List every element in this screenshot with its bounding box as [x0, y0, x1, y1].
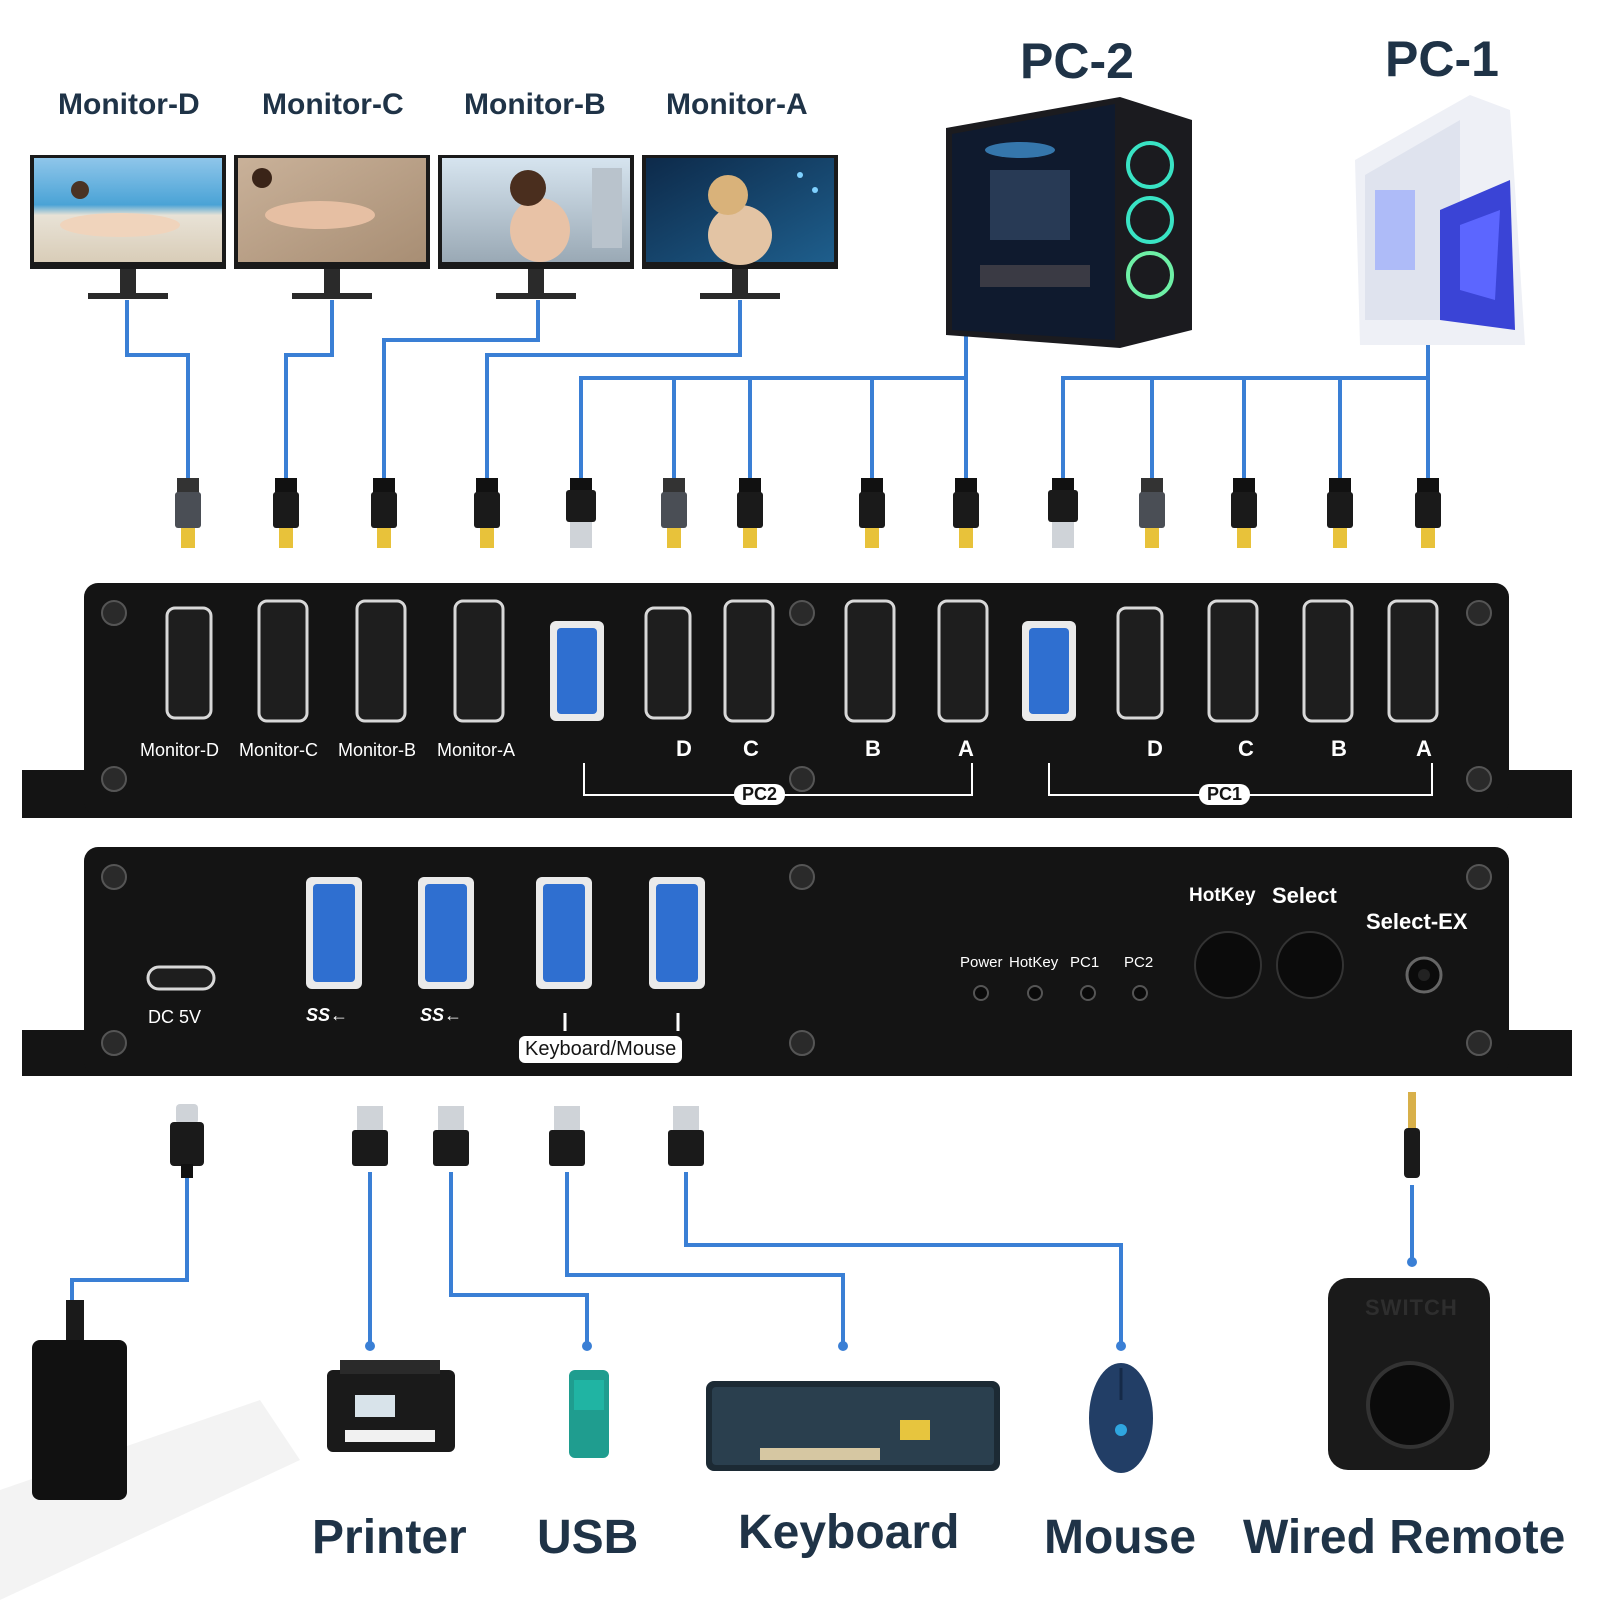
dp-cable-pc1-c	[1231, 478, 1257, 548]
usb-cable-pc1	[1048, 478, 1078, 548]
pc1-port-d: D	[1147, 736, 1163, 761]
led-label-pc2: PC2	[1124, 954, 1154, 971]
wired-remote-device	[1328, 1278, 1490, 1470]
dp-cable-pc2-c	[737, 478, 763, 548]
monitor-b	[438, 155, 634, 299]
dp-cable-pc2-b	[859, 478, 885, 548]
front-panel: Monitor-D Monitor-C Monitor-B Monitor-A …	[84, 583, 1509, 815]
back-panel-ports	[101, 864, 1492, 1056]
mouse-label: Mouse	[1044, 1511, 1197, 1564]
pc2-port-d: D	[676, 736, 692, 761]
monitor-images	[30, 155, 838, 299]
monitor-a-title: Monitor-A	[666, 88, 808, 121]
usb-stick-device	[569, 1370, 609, 1458]
pc2-port-a: A	[958, 736, 974, 761]
monitor-d-title: Monitor-D	[58, 88, 200, 121]
hdmi-cable-monitor-a	[474, 478, 500, 548]
printer-device	[327, 1360, 455, 1452]
port-label-monitor-b: Monitor-B	[338, 740, 417, 760]
usb-label: USB	[537, 1511, 639, 1564]
pc-images	[946, 95, 1525, 348]
keyboard-label: Keyboard	[738, 1506, 960, 1559]
pc1-port-c: C	[1238, 736, 1254, 761]
monitor-a	[642, 155, 838, 299]
dp-cable-pc1-a	[1415, 478, 1441, 548]
hdmi-cable-monitor-d	[175, 478, 201, 548]
back-panel: DC 5V SS← SS← Keyboard/Mouse Power HotKe…	[84, 847, 1509, 1075]
mouse-device	[1089, 1363, 1153, 1473]
led-label-power: Power	[960, 954, 1003, 971]
port-label-monitor-d: Monitor-D	[140, 740, 220, 760]
superspeed-label-2: SS←	[420, 1005, 463, 1025]
pc1-group-label: PC1	[1199, 784, 1251, 805]
usb-a-cable-printer	[352, 1106, 388, 1166]
keyboard-device	[706, 1381, 1000, 1471]
pc2-port-c: C	[743, 736, 759, 761]
port-label-monitor-a: Monitor-A	[437, 740, 516, 760]
hdmi-cable-monitor-c	[273, 478, 299, 548]
pc-2-tower	[946, 97, 1192, 348]
wired-remote-label: Wired Remote	[1243, 1511, 1566, 1564]
pc-2-title: PC-2	[1020, 33, 1134, 89]
pc1-port-b: B	[1331, 736, 1347, 761]
hotkey-button-label: HotKey	[1189, 885, 1256, 906]
remote-switch-text: SWITCH	[1365, 1295, 1458, 1320]
usb-cable-pc2	[566, 478, 596, 548]
pc1-port-a: A	[1416, 736, 1432, 761]
monitor-d	[30, 155, 226, 299]
audio-jack-cable	[1404, 1092, 1420, 1178]
pc2-group-label: PC2	[734, 784, 786, 805]
usb-a-cable-keyboard	[549, 1106, 585, 1166]
power-adapter	[0, 1300, 300, 1600]
hdmi-cable-pc2-d	[661, 478, 687, 548]
led-label-hotkey: HotKey	[1009, 954, 1059, 971]
select-ex-label: Select-EX	[1366, 909, 1468, 934]
monitor-b-title: Monitor-B	[464, 88, 606, 121]
front-panel-ports	[101, 599, 1492, 796]
monitor-c	[234, 155, 430, 299]
keyboard-mouse-label: Keyboard/Mouse	[519, 1036, 683, 1063]
printer-label: Printer	[312, 1511, 467, 1564]
led-label-pc1: PC1	[1070, 954, 1100, 971]
hdmi-cable-monitor-b	[371, 478, 397, 548]
dp-cable-pc1-b	[1327, 478, 1353, 548]
pc2-port-b: B	[865, 736, 881, 761]
hdmi-cable-pc1-d	[1139, 478, 1165, 548]
usb-a-cable-usb	[433, 1106, 469, 1166]
usb-a-cable-mouse	[668, 1106, 704, 1166]
pc-1-title: PC-1	[1385, 31, 1499, 87]
top-connectors	[175, 478, 1441, 548]
dc-power-label: DC 5V	[148, 1007, 202, 1027]
superspeed-label-1: SS←	[306, 1005, 349, 1025]
usb-c-cable	[170, 1104, 204, 1178]
monitor-c-title: Monitor-C	[262, 88, 404, 121]
port-label-monitor-c: Monitor-C	[239, 740, 319, 760]
dp-cable-pc2-a	[953, 478, 979, 548]
select-button-label: Select	[1272, 883, 1337, 908]
pc-1-tower	[1355, 95, 1525, 345]
